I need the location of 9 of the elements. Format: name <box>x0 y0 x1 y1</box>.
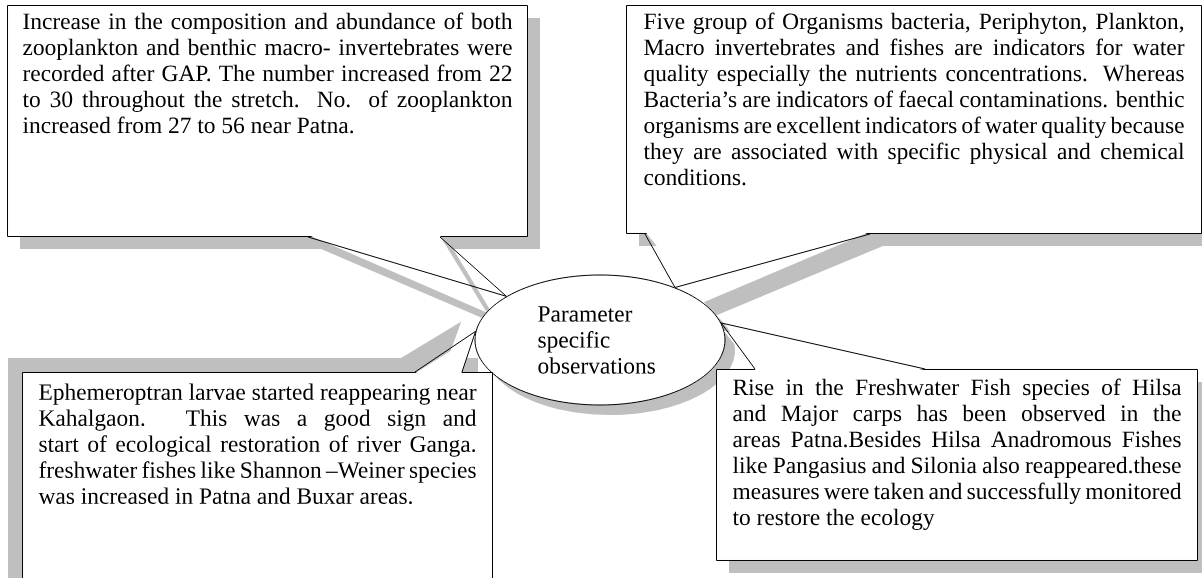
callout-pointer <box>720 322 926 370</box>
callout-pointer <box>414 330 477 373</box>
callout-box: Five group of Organisms bacteria, Periphyton, Plankton, Macro invertebrates and fishes are indicators for water quality especially the nutrients concentrations. Whereas Bacteria’s are indicators of faecal contaminations. benthic organisms are excellent indicators of water quality because they are associated with specific physical and chemical conditions. <box>626 5 1202 303</box>
callout-box: Increase in the composition and abundance of both zooplankton and benthic macro- invertebrates were recorded after GAP. The number increased from 22 to 30 throughout the stretch. No. of zooplankton increased from 27 to 56 near Patna. <box>7 5 528 313</box>
node-label: Ephemeroptran larvae started reappearing near Kahalgaon. This was a good sign and start of ecological restoration of river Ganga. freshwater fishes like Shannon –Weiner species was increased in Patna and Buxar areas. <box>38 383 477 505</box>
callout-box: Rise in the Freshwater Fish species of Hilsa and Major carps has been observed in the areas Patna.Besides Hilsa Anadromous Fishes like Pangasius and Silonia also reappeared.these measures were taken and successfully monitored to restore the ecology <box>716 330 1198 561</box>
callout-pointer <box>644 233 871 288</box>
node-label: Five group of Organisms bacteria, Periphyton, Plankton, Macro invertebrates and fishes are indicators for water quality especially the nutrients concentrations. Whereas Bacteria’s are indicators of faecal contaminations. benthic organisms are excellent indicators of water quality because they are associated with specific physical and chemical conditions. <box>643 12 1185 186</box>
callout-box: Ephemeroptran larvae started reappearing near Kahalgaon. This was a good sign and start of ecological restoration of river Ganga. freshwater fishes like Shannon –Weiner species was increased in Patna and Buxar areas. <box>22 335 493 578</box>
